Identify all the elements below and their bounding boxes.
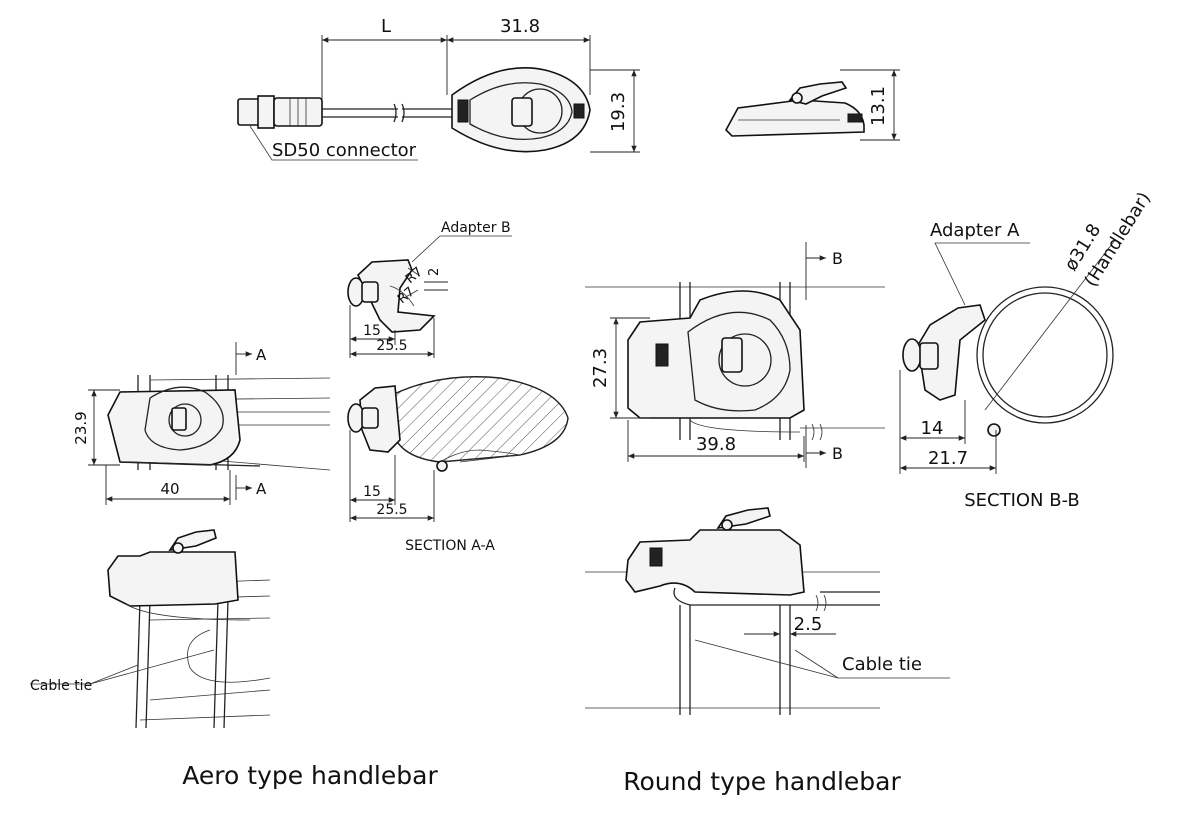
dim-top-width: 31.8 <box>500 16 540 37</box>
caption-aero: Aero type handlebar <box>182 761 438 790</box>
dim-round-height: 27.3 <box>590 348 611 388</box>
dim-adapter-b-depth: 15 <box>363 323 381 339</box>
unit-top-view <box>451 67 591 153</box>
cable-tie-label-aero: Cable tie <box>30 678 92 694</box>
cable-tie-label-round: Cable tie <box>842 654 922 675</box>
section-marker-a-bottom: A <box>256 480 267 498</box>
dim-side-height: 13.1 <box>868 86 889 126</box>
sd50-connector <box>237 95 323 129</box>
section-bb-view: Adapter A ø31.8 (Handlebar) 14 21.7 SECT… <box>899 188 1155 511</box>
section-marker-a-top: A <box>256 346 267 364</box>
section-marker-b-bottom: B <box>832 444 843 463</box>
dim-aero-height: 23.9 <box>72 411 90 444</box>
dim-section-aa-depth: 15 <box>363 484 381 500</box>
adapter-b-label: Adapter B <box>441 220 511 236</box>
adapter-a-label: Adapter A <box>930 220 1020 241</box>
section-aa-view: 15 25.5 SECTION A-A <box>347 376 569 554</box>
top-view: L 31.8 19.3 SD50 <box>237 16 640 161</box>
dim-section-bb-width: 21.7 <box>928 448 968 469</box>
dim-adapter-b-width: 25.5 <box>376 338 407 354</box>
caption-round: Round type handlebar <box>623 767 901 796</box>
dim-section-aa-width: 25.5 <box>376 502 407 518</box>
dim-top-height: 19.3 <box>608 92 629 132</box>
dim-section-bb-depth: 14 <box>921 418 944 439</box>
adapter-b-detail: Adapter B R7 R7 2 15 25.5 <box>347 220 512 358</box>
dim-cable-tie-gap: 2.5 <box>794 614 823 635</box>
dim-aero-width: 40 <box>160 480 179 498</box>
dim-adapter-b-gap: 2 <box>427 268 442 276</box>
section-aa-title: SECTION A-A <box>405 538 495 554</box>
aero-side-view: Cable tie <box>30 529 271 729</box>
dim-round-width: 39.8 <box>696 434 736 455</box>
section-marker-b-top: B <box>832 249 843 268</box>
side-view: 13.1 <box>725 69 900 141</box>
connector-label: SD50 connector <box>272 140 417 161</box>
dim-length-l: L <box>381 16 391 37</box>
section-bb-title: SECTION B-B <box>964 490 1080 511</box>
round-side-view: 2.5 Cable tie <box>585 507 950 715</box>
aero-top-view: A A 23.9 40 <box>72 342 331 505</box>
round-top-view: B B 27.3 39.8 <box>585 242 885 468</box>
